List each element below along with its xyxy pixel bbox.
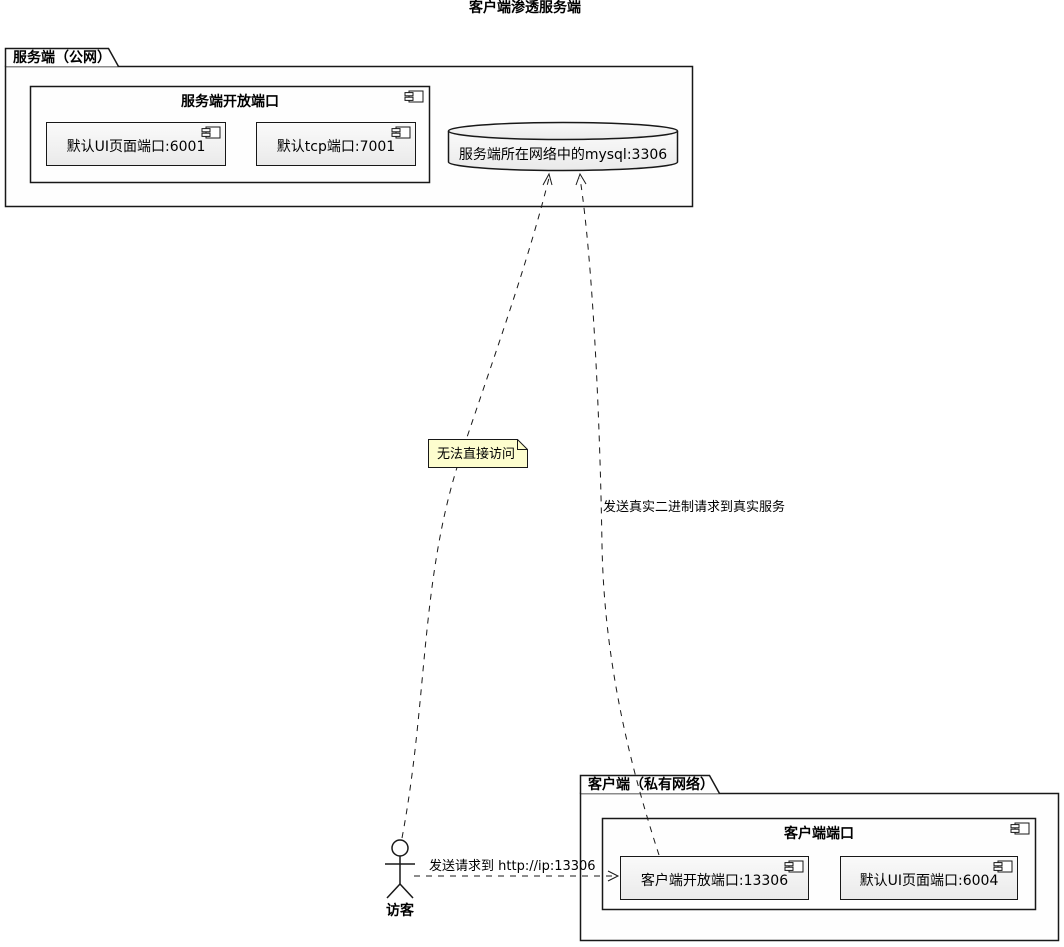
client-port-13306-label: 客户端开放端口:13306 [640, 873, 789, 889]
client-package-label: 客户端（私有网络） [588, 777, 714, 793]
note-text: 无法直接访问 [437, 447, 516, 462]
client-port-6004-label: 默认UI页面端口:6004 [859, 873, 999, 889]
edge-actor-to-client-label: 发送请求到 http://ip:13306 [429, 859, 596, 874]
mysql-database-label: 服务端所在网络中的mysql:3306 [458, 147, 668, 163]
server-package-tab [4, 47, 120, 67]
arrowhead [542, 172, 553, 186]
server-port-6001-box [46, 122, 226, 166]
server-package-label: 服务端（公网） [13, 50, 111, 66]
actor-figure [385, 839, 415, 899]
client-package-tab [579, 774, 721, 794]
actor-label: 访客 [386, 903, 414, 919]
edge-actor-to-mysql [401, 172, 553, 839]
edge-client-to-mysql-label: 发送真实二进制请求到真实服务 [603, 500, 786, 515]
client-port-13306-box [620, 856, 809, 900]
diagram-title: 客户端渗透服务端 [469, 0, 581, 16]
server-port-7001-label: 默认tcp端口:7001 [276, 139, 396, 155]
arrowhead [575, 172, 587, 186]
note-shape [428, 439, 528, 468]
client-component-title: 客户端端口 [784, 826, 854, 842]
arrowhead [607, 870, 620, 882]
note-fold-icon [517, 439, 528, 450]
server-component-title: 服务端开放端口 [181, 94, 279, 110]
edge-actor-to-client [414, 870, 620, 882]
mysql-database-cylinder [447, 121, 679, 172]
client-port-6004-box [840, 856, 1018, 900]
server-port-7001-box [256, 122, 416, 166]
server-port-6001-label: 默认UI页面端口:6001 [66, 139, 206, 155]
edge-client-to-mysql [575, 172, 660, 856]
